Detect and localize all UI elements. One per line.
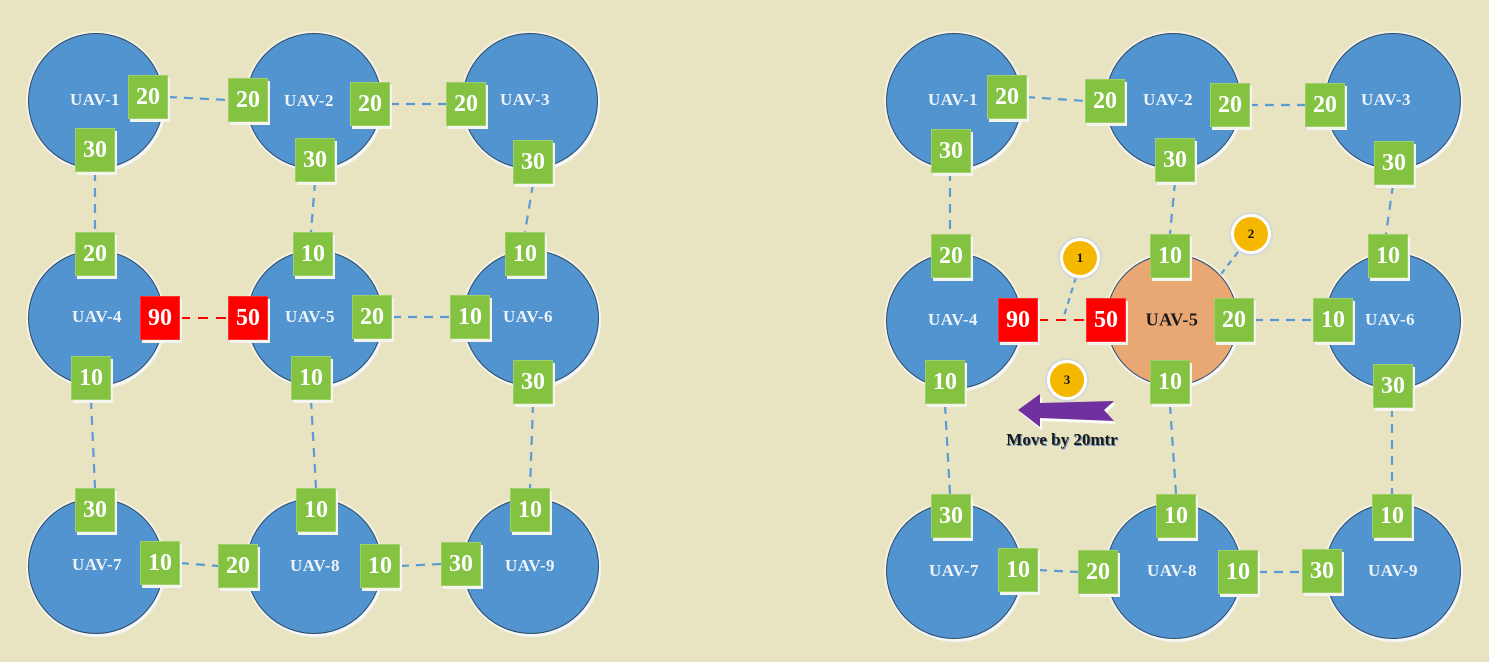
weight-box: 20 [446,82,486,126]
badge2-pointer [1217,251,1239,279]
weight-box: 20 [1210,83,1250,127]
weight-box: 10 [1150,360,1190,404]
uav-label: UAV-8 [1146,561,1198,580]
weight-box: 30 [1374,141,1414,185]
weight-box: 30 [441,542,481,586]
weight-box: 20 [228,78,268,122]
weight-box: 20 [352,295,392,339]
weight-box: 20 [1078,550,1118,594]
weight-box: 10 [1368,234,1408,278]
link-uav1-uav2-r [1025,95,1087,103]
weight-box: 30 [513,360,553,404]
link-uav5-uav8-r [1168,404,1178,495]
weight-box: 20 [350,82,390,126]
weight-box: 30 [75,128,115,172]
step-badge-2: 2 [1234,217,1268,251]
weight-box: 10 [925,360,965,404]
link-uav4-uav7-r [943,404,952,495]
weight-box: 20 [931,234,971,278]
weight-box: 10 [296,488,336,532]
step-badge-3: 3 [1050,363,1084,397]
weight-box: 30 [295,138,335,182]
alert-weight-box: 50 [1086,298,1126,342]
weight-box: 10 [140,541,180,585]
weight-box: 20 [1085,79,1125,123]
uav-label: UAV-9 [1367,561,1419,580]
alert-weight-box: 90 [998,298,1038,342]
weight-box: 20 [75,232,115,276]
weight-box: 10 [1372,494,1412,538]
weight-box: 30 [1373,364,1413,408]
weight-box: 10 [71,356,111,400]
badge1-pointer [1062,276,1078,317]
link-uav7-uav8-r [1037,568,1079,574]
uav-label: UAV-2 [283,91,335,110]
weight-box: 10 [450,295,490,339]
weight-box: 10 [510,488,550,532]
move-left-arrow-icon [1018,394,1116,430]
uav-label: UAV-4 [927,310,979,329]
uav-label: UAV-2 [1142,90,1194,109]
left-panel-network-before: UAV-1 UAV-2 UAV-3 UAV-4 UAV-5 UAV-6 UAV-… [0,0,744,662]
uav-label: UAV-3 [499,90,551,109]
uav-label: UAV-5 [284,307,336,326]
alert-weight-box: 50 [228,296,268,340]
weight-box: 30 [75,488,115,532]
weight-box: 10 [291,356,331,400]
weight-box: 20 [128,75,168,119]
weight-box: 20 [1305,83,1345,127]
weight-box: 30 [1302,549,1342,593]
weight-box: 30 [931,129,971,173]
uav-label: UAV-8 [289,556,341,575]
weight-box: 10 [1150,234,1190,278]
weight-box: 30 [1155,138,1195,182]
weight-box: 10 [1313,298,1353,342]
step-badge-1: 1 [1063,241,1097,275]
uav-label: UAV-6 [502,307,554,326]
weight-box: 30 [513,140,553,184]
weight-box: 10 [1156,494,1196,538]
uav-label: UAV-7 [71,555,123,574]
weight-box: 10 [998,548,1038,592]
weight-box: 20 [1214,298,1254,342]
uav-label: UAV-7 [928,561,980,580]
uav-label: UAV-1 [69,90,121,109]
weight-box: 20 [987,75,1027,119]
alert-weight-box: 90 [140,296,180,340]
weight-box: 10 [505,232,545,276]
uav-label: UAV-4 [71,307,123,326]
uav-label: UAV-6 [1364,310,1416,329]
link-uav2-uav5-r [1168,181,1177,235]
uav-label: UAV-1 [927,90,979,109]
weight-box: 10 [360,544,400,588]
move-annotation-label: Move by 20mtr [1006,430,1118,449]
uav-label: UAV-9 [504,556,556,575]
uav-label: UAV-3 [1360,90,1412,109]
weight-box: 10 [1218,550,1258,594]
weight-box: 30 [931,494,971,538]
link-uav3-uav6-r [1384,184,1395,235]
weight-box: 10 [293,232,333,276]
weight-box: 20 [218,544,258,588]
uav-label-highlighted: UAV-5 [1145,309,1199,330]
